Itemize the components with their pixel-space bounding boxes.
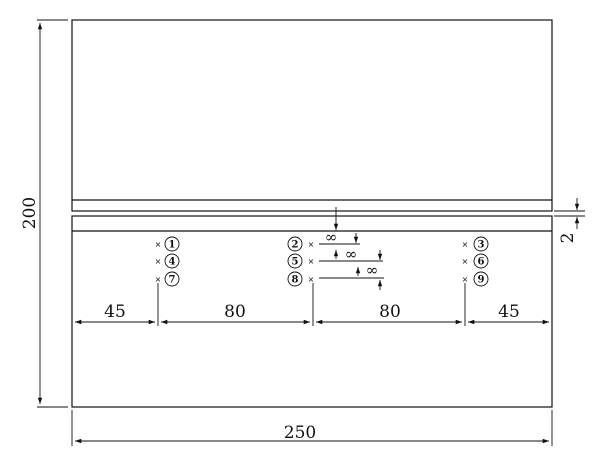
gap-dimension-label: 2 (558, 233, 578, 244)
marker-1: × (155, 240, 162, 249)
point-label-9: 9 (478, 275, 485, 286)
marker-8: × (308, 275, 315, 284)
point-label-6: 6 (478, 257, 485, 268)
point-circle-7 (164, 271, 180, 287)
marker-4: × (155, 257, 162, 266)
marker-2: × (308, 240, 315, 249)
segment-label-2: 80 (224, 302, 246, 322)
point-circle-4 (164, 253, 180, 269)
point-circle-8 (287, 271, 303, 287)
point-circle-1 (164, 236, 180, 252)
marker-9: × (462, 275, 469, 284)
point-label-5: 5 (292, 257, 299, 268)
marker-7: × (155, 275, 162, 284)
point-label-4: 4 (169, 257, 176, 268)
height-dimension-label: 200 (20, 197, 40, 229)
segment-label-4: 45 (498, 302, 520, 322)
segment-label-3: 80 (379, 302, 401, 322)
crack-label-2: ∞ (345, 245, 358, 263)
point-label-3: 3 (478, 240, 485, 251)
point-label-8: 8 (292, 275, 299, 286)
crack-label-1: ∞ (325, 228, 338, 246)
width-dimension-label: 250 (284, 423, 316, 443)
point-circle-2 (287, 236, 303, 252)
crack-label-3: ∞ (366, 261, 379, 279)
lower-block (71, 215, 553, 408)
point-circle-6 (473, 253, 489, 269)
marker-5: × (308, 257, 315, 266)
marker-3: × (462, 240, 469, 249)
point-circle-9 (473, 271, 489, 287)
point-label-2: 2 (292, 240, 299, 251)
point-label-1: 1 (169, 240, 176, 251)
point-circle-3 (473, 236, 489, 252)
upper-block (71, 19, 553, 212)
marker-6: × (462, 257, 469, 266)
point-label-7: 7 (169, 275, 176, 286)
segment-label-1: 45 (104, 302, 126, 322)
point-circle-5 (287, 253, 303, 269)
